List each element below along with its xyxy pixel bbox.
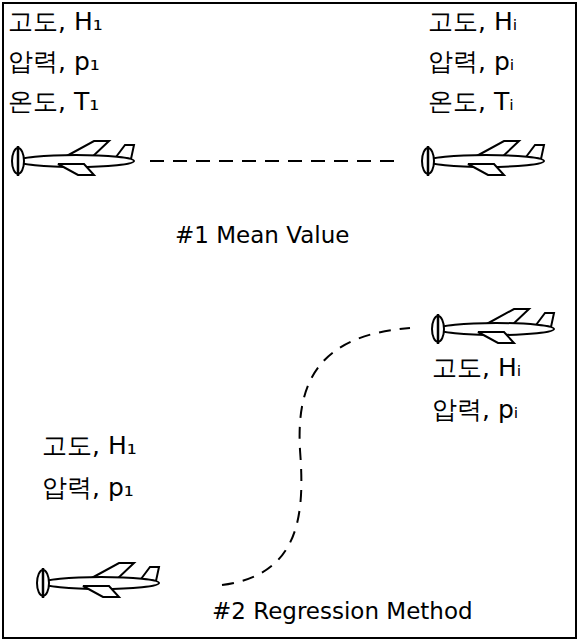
airplane-icon [37, 563, 159, 598]
section-caption: #2 Regression Method [212, 598, 473, 624]
airplane-icon [422, 141, 544, 176]
parameter-label: 압력, pᵢ [432, 396, 518, 425]
parameter-label: 압력, p₁ [8, 48, 100, 77]
dashed-path [222, 328, 410, 585]
airplane-icon [432, 309, 554, 344]
parameter-label: 온도, T₁ [8, 88, 99, 117]
parameter-label: 고도, Hᵢ [428, 8, 517, 37]
parameter-label: 고도, H₁ [8, 8, 103, 37]
airplane-icon [12, 141, 134, 176]
parameter-label: 온도, Tᵢ [428, 88, 514, 117]
parameter-label: 압력, pᵢ [428, 48, 514, 77]
parameter-label: 고도, Hᵢ [432, 354, 521, 383]
section-caption: #1 Mean Value [175, 222, 349, 248]
parameter-label: 고도, H₁ [42, 432, 137, 461]
outer-frame [3, 3, 576, 638]
parameter-label: 압력, p₁ [42, 474, 134, 503]
dashed-path [150, 160, 398, 162]
